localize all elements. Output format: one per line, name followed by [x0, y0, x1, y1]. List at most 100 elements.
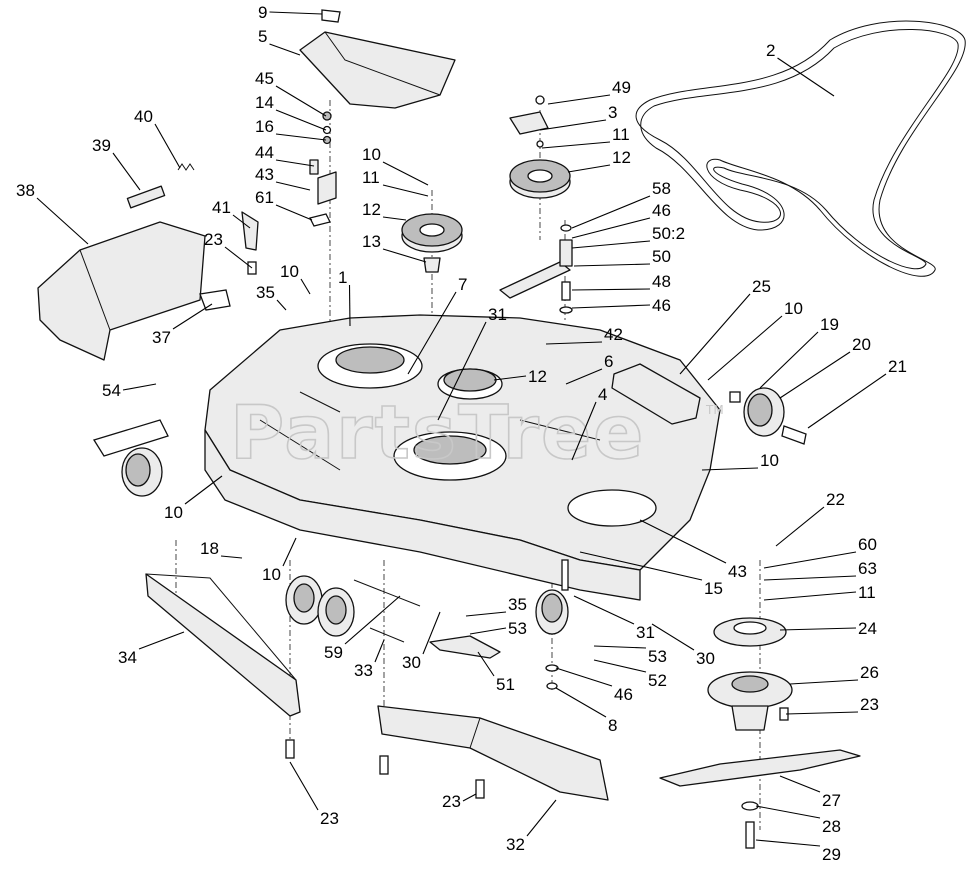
- callout-leader: [571, 288, 651, 291]
- callout-label: 50:2: [652, 224, 685, 243]
- callout-label: 31: [488, 305, 507, 324]
- callout-c49: 49: [547, 78, 631, 105]
- callout-c63: 63: [763, 559, 877, 581]
- callout-c46b: 46: [571, 296, 671, 315]
- callout-leader: [573, 263, 651, 267]
- callout-c9: 9: [258, 3, 323, 22]
- callout-c38: 38: [16, 181, 89, 245]
- callout-c28: 28: [755, 805, 841, 836]
- callout-leader: [565, 368, 603, 385]
- callout-layer: 9545141644436140393841231035375411011121…: [16, 3, 907, 864]
- callout-c61: 61: [255, 188, 313, 221]
- callout-c40: 40: [134, 107, 181, 169]
- callout-label: 10: [760, 451, 779, 470]
- callout-c50a: 50:2: [571, 224, 685, 249]
- callout-label: 61: [255, 188, 274, 207]
- callout-leader: [232, 214, 251, 229]
- callout-label: 27: [822, 791, 841, 810]
- callout-leader: [545, 341, 603, 345]
- callout-leader: [154, 123, 181, 169]
- callout-label: 23: [320, 809, 339, 828]
- callout-label: 3: [608, 103, 617, 122]
- callout-label: 43: [255, 165, 274, 184]
- callout-label: 11: [612, 125, 630, 144]
- callout-label: 32: [506, 835, 525, 854]
- callout-c54: 54: [102, 381, 157, 400]
- callout-label: 9: [258, 3, 267, 22]
- callout-leader: [651, 623, 695, 651]
- callout-leader: [571, 217, 651, 239]
- callout-leader: [539, 119, 607, 131]
- drive-belt: [635, 20, 966, 277]
- callout-c58: 58: [571, 179, 671, 229]
- callout-c12a: 12: [362, 200, 407, 221]
- callout-label: 35: [256, 283, 275, 302]
- callout-label: 12: [528, 367, 547, 386]
- spindle-assembly-left: [535, 559, 569, 690]
- callout-leader: [122, 383, 157, 391]
- callout-leader: [276, 299, 287, 311]
- callout-label: 59: [324, 643, 343, 662]
- callout-c12c: 12: [567, 148, 631, 173]
- callout-label: 12: [612, 148, 631, 167]
- callout-c23a: 23: [204, 230, 253, 269]
- callout-label: 5: [258, 27, 267, 46]
- callout-label: 11: [858, 583, 876, 602]
- callout-c20: 20: [779, 335, 871, 399]
- callout-leader: [763, 575, 857, 581]
- right-baffle: [611, 363, 701, 425]
- callout-label: 19: [820, 315, 839, 334]
- callout-c21: 21: [807, 357, 907, 429]
- callout-c33: 33: [354, 639, 385, 680]
- callout-c22: 22: [775, 490, 845, 547]
- callout-leader: [374, 639, 385, 663]
- callout-c46a: 46: [571, 201, 671, 239]
- callout-leader: [593, 659, 647, 673]
- callout-label: 26: [860, 663, 879, 682]
- callout-label: 46: [652, 296, 671, 315]
- callout-c2: 2: [766, 41, 835, 97]
- callout-c23b: 23: [785, 695, 879, 715]
- callout-c34: 34: [118, 631, 185, 667]
- callout-c13: 13: [362, 232, 427, 263]
- callout-c15: 15: [579, 551, 723, 598]
- callout-label: 7: [458, 275, 467, 294]
- callout-label: 23: [442, 792, 461, 811]
- callout-leader: [36, 197, 89, 245]
- callout-c48: 48: [571, 272, 671, 291]
- callout-c10f: 10: [164, 475, 223, 522]
- callout-c51: 51: [477, 651, 515, 694]
- callout-leader: [493, 375, 527, 381]
- callout-label: 50: [652, 247, 671, 266]
- callout-label: 12: [362, 200, 381, 219]
- callout-leader: [571, 401, 597, 461]
- callout-c26: 26: [789, 663, 879, 685]
- callout-leader: [220, 555, 243, 559]
- callout-c11c: 11: [763, 583, 876, 602]
- callout-leader: [269, 43, 301, 56]
- callout-leader: [807, 373, 887, 429]
- callout-label: 28: [822, 817, 841, 836]
- callout-leader: [639, 519, 727, 564]
- callout-leader: [571, 240, 651, 249]
- callout-label: 53: [508, 619, 527, 638]
- callout-leader: [184, 475, 223, 505]
- callout-c31a: 31: [437, 305, 507, 421]
- callout-leader: [275, 109, 327, 131]
- callout-label: 46: [652, 201, 671, 220]
- callout-leader: [407, 291, 457, 375]
- callout-c31b: 31: [573, 595, 655, 642]
- callout-leader: [275, 133, 327, 141]
- callout-leader: [573, 595, 635, 625]
- callout-label: 45: [255, 69, 274, 88]
- callout-c11b: 11: [541, 125, 630, 149]
- callout-c18: 18: [200, 539, 243, 559]
- callout-leader: [789, 679, 859, 685]
- anti-scalp-wheel-left: [92, 419, 169, 497]
- callout-c11a: 11: [362, 168, 429, 197]
- callout-label: 15: [704, 579, 723, 598]
- callout-label: 29: [822, 845, 841, 864]
- callout-leader: [701, 467, 759, 471]
- callout-label: 25: [752, 277, 771, 296]
- discharge-chute: [37, 163, 259, 361]
